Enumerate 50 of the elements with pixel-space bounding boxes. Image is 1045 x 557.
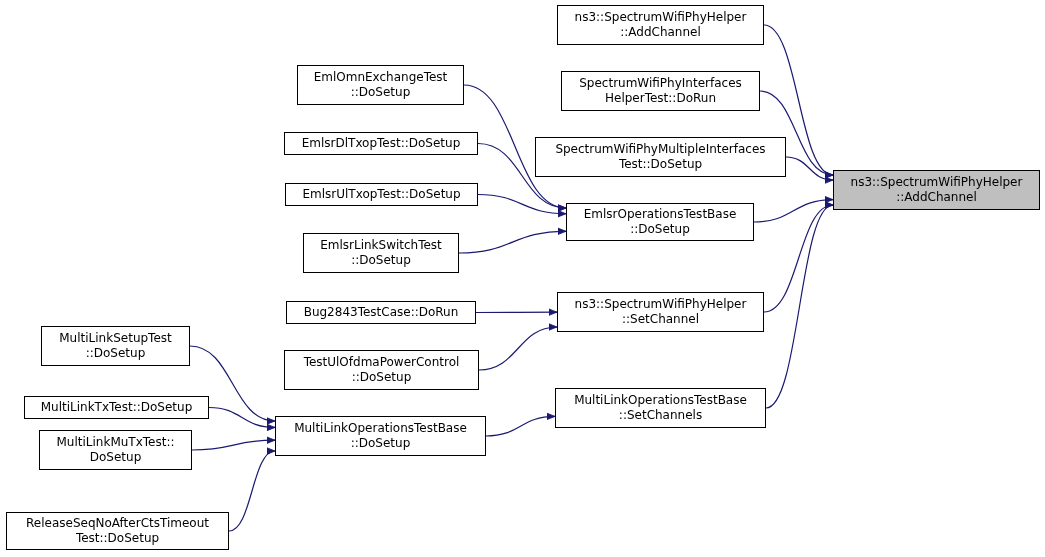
function-box — [535, 137, 786, 177]
function-name: EmlsrLinkSwitchTest ::DoSetup — [319, 238, 443, 268]
arrow — [191, 436, 276, 451]
function-box — [286, 301, 476, 324]
arrow — [753, 196, 834, 223]
arrow — [785, 156, 834, 183]
function-box-highlighted — [833, 170, 1040, 210]
arrow — [189, 345, 276, 424]
arrow — [458, 228, 567, 254]
function-name: SpectrumWifiPhyMultipleInterfaces Test::DoSetup — [554, 142, 767, 172]
function-box — [557, 292, 764, 332]
function-name: SpectrumWifiPhyInterfaces HelperTest::DoRun — [578, 76, 743, 106]
function-box — [284, 132, 478, 155]
function-box — [566, 203, 754, 241]
function-name: EmlsrDlTxopTest::DoSetup — [301, 136, 461, 151]
function-box — [275, 416, 486, 456]
function-box — [555, 388, 766, 428]
function-box — [41, 326, 190, 366]
arrow — [475, 308, 558, 316]
function-box — [285, 183, 478, 206]
function-name: MultiLinkTxTest::DoSetup — [40, 400, 193, 415]
function-box — [297, 65, 464, 105]
function-name: MultiLinkOperationsTestBase ::DoSetup — [293, 421, 468, 451]
function-name: MultiLinkMuTxTest:: DoSetup — [55, 435, 176, 465]
function-name: EmlOmnExchangeTest ::DoSetup — [312, 70, 449, 100]
arrow — [759, 90, 834, 177]
function-box — [284, 350, 479, 390]
arrow — [477, 142, 567, 211]
function-name: ns3::SpectrumWifiPhyHelper ::SetChannel — [573, 297, 748, 327]
function-name: TestUlOfdmaPowerControl ::DoSetup — [302, 355, 461, 385]
arrow — [228, 449, 276, 532]
function-name: MultiLinkOperationsTestBase ::SetChannels — [573, 393, 748, 423]
arrow — [477, 193, 567, 218]
function-name: ReleaseSeqNoAfterCtsTimeout Test::DoSetup — [25, 516, 210, 546]
function-box — [24, 396, 209, 419]
function-name: EmlsrOperationsTestBase ::DoSetup — [582, 207, 738, 237]
function-name: Bug2843TestCase::DoRun — [303, 305, 459, 320]
function-box — [561, 71, 760, 111]
arrow — [478, 324, 558, 371]
function-box — [6, 512, 229, 550]
function-box — [303, 233, 459, 273]
arrow — [208, 406, 276, 431]
function-name: ns3::SpectrumWifiPhyHelper ::AddChannel — [849, 175, 1024, 205]
function-box — [557, 5, 764, 45]
function-name: MultiLinkSetupTest ::DoSetup — [58, 331, 173, 361]
arrow — [485, 413, 556, 437]
function-name: EmlsrUlTxopTest::DoSetup — [302, 187, 461, 202]
function-name: ns3::SpectrumWifiPhyHelper ::AddChannel — [573, 10, 748, 40]
function-box — [39, 430, 192, 470]
arrow — [765, 204, 834, 409]
